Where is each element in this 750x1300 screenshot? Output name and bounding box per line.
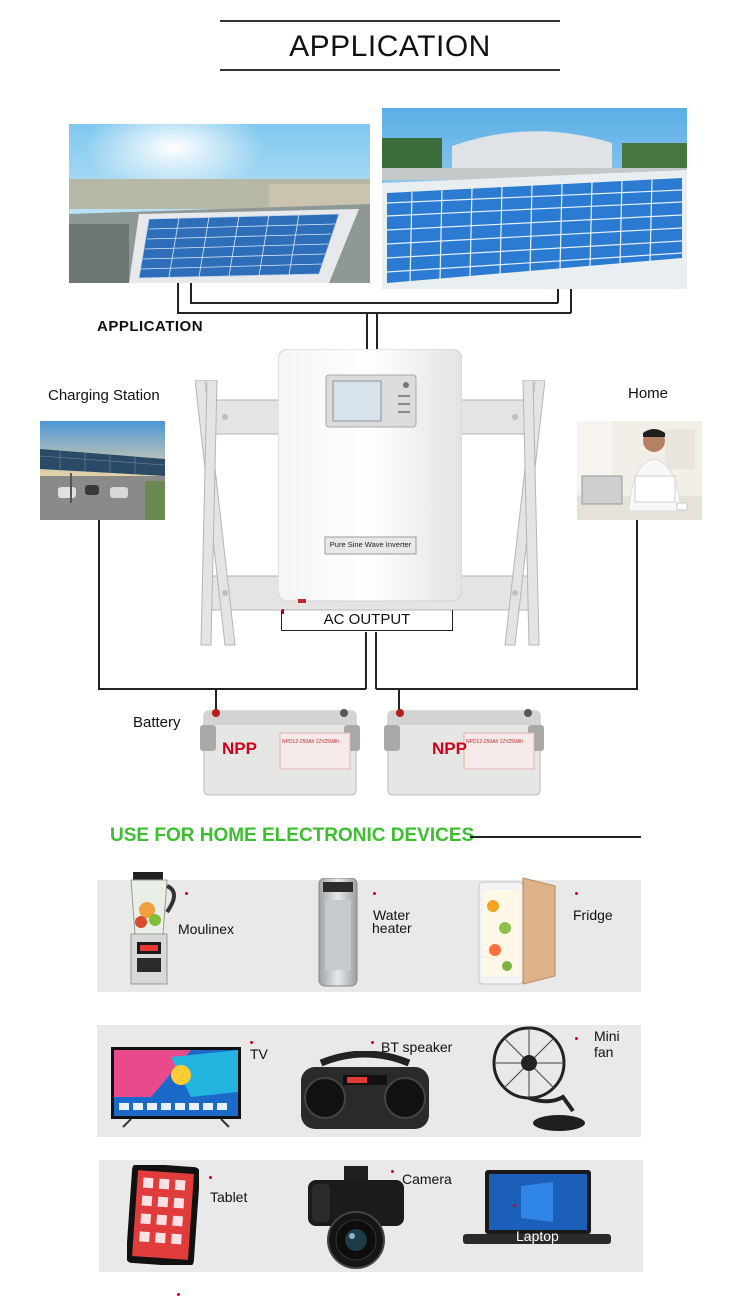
page-title: APPLICATION — [289, 30, 491, 63]
fridge-icon — [478, 877, 556, 985]
wire-home-down — [636, 520, 638, 690]
inverter-caption: Pure Sine Wave Inverter — [329, 540, 412, 549]
speaker-icon — [301, 1051, 429, 1129]
laptop-icon — [463, 1170, 611, 1244]
wire-center-left — [365, 632, 367, 689]
tv-icon — [111, 1047, 241, 1128]
wire-to-inverter-b — [376, 312, 378, 350]
device-camera: Camera — [402, 1171, 452, 1187]
marker-dot — [250, 1041, 253, 1044]
device-moulinex: Moulinex — [178, 921, 235, 937]
charging-station-photo — [40, 421, 165, 520]
wire-battery-left — [215, 688, 217, 712]
marker-dot — [513, 1204, 516, 1207]
fan-icon — [492, 1026, 585, 1131]
devices-title-rule — [470, 836, 641, 838]
marker-dot — [209, 1176, 212, 1179]
device-mini-fan-line1: Mini — [594, 1028, 620, 1044]
wire-home-bottom — [376, 688, 637, 690]
charging-station-label: Charging Station — [48, 387, 160, 404]
home-label: Home — [628, 385, 669, 402]
device-water-heater-line1: Water — [373, 907, 410, 923]
marker-dot — [177, 1293, 180, 1296]
marker-dot — [185, 892, 188, 895]
marker-dot — [373, 892, 376, 895]
devices-row-3: Tablet Camera Laptop — [99, 1160, 643, 1272]
solar-roof-photo-right — [382, 108, 687, 289]
battery-label: Battery — [133, 714, 181, 731]
battery-right-brand: NPP — [432, 739, 467, 758]
marker-dot — [575, 1037, 578, 1040]
device-fridge: Fridge — [573, 907, 613, 923]
home-office-photo — [577, 421, 702, 520]
wire-photo-right-drop — [570, 289, 572, 313]
wire-photo-left-drop — [177, 283, 179, 313]
wire-photo-bus-inner — [190, 302, 558, 304]
solar-roof-photo-left — [69, 124, 370, 283]
wire-center-right — [375, 632, 377, 689]
device-bt-speaker: BT speaker — [381, 1039, 453, 1055]
device-tablet: Tablet — [210, 1189, 248, 1205]
application-label: APPLICATION — [97, 318, 204, 335]
device-mini-fan-line2: fan — [594, 1044, 614, 1060]
devices-row-2: TV BT speaker Mini fan — [97, 1025, 641, 1137]
wire-battery-right — [398, 688, 400, 712]
devices-row-1: Moulinex Water heater Fridge — [97, 872, 641, 992]
battery-right-model: NPD12-250Ah 12V250Ah — [466, 739, 523, 745]
header-rule-bottom — [220, 69, 560, 71]
battery-left-model: NPD12-250Ah 12V250Ah — [282, 739, 339, 745]
device-water-heater-line2: heater — [372, 920, 412, 936]
wire-photo-bus-outer — [177, 312, 571, 314]
marker-dot — [391, 1170, 394, 1173]
wire-charging-down — [98, 520, 100, 690]
camera-icon — [308, 1166, 404, 1269]
battery-right: NPP NPD12-250Ah 12V250Ah — [384, 703, 544, 797]
wire-photo-left-drop2 — [190, 283, 192, 303]
device-laptop: Laptop — [516, 1228, 559, 1244]
tablet-icon — [127, 1165, 199, 1265]
wire-to-inverter-a — [366, 312, 368, 350]
header-rule-top — [220, 20, 560, 22]
marker-dot — [575, 892, 578, 895]
wire-charging-bottom — [98, 688, 366, 690]
marker-dot — [371, 1041, 374, 1044]
device-tv: TV — [250, 1046, 268, 1062]
battery-left-brand: NPP — [222, 739, 257, 758]
wire-photo-right-drop2 — [557, 289, 559, 303]
blender-icon — [130, 872, 176, 985]
inverter-unit: Pure Sine Wave Inverter — [277, 348, 463, 604]
ac-output-label: AC OUTPUT — [323, 611, 411, 628]
devices-section-title: USE FOR HOME ELECTRONIC DEVICES — [110, 825, 475, 846]
battery-left: NPP NPD12-250Ah 12V250Ah — [200, 703, 360, 797]
water-heater-icon — [318, 878, 358, 987]
ac-output-box: AC OUTPUT — [281, 609, 453, 631]
